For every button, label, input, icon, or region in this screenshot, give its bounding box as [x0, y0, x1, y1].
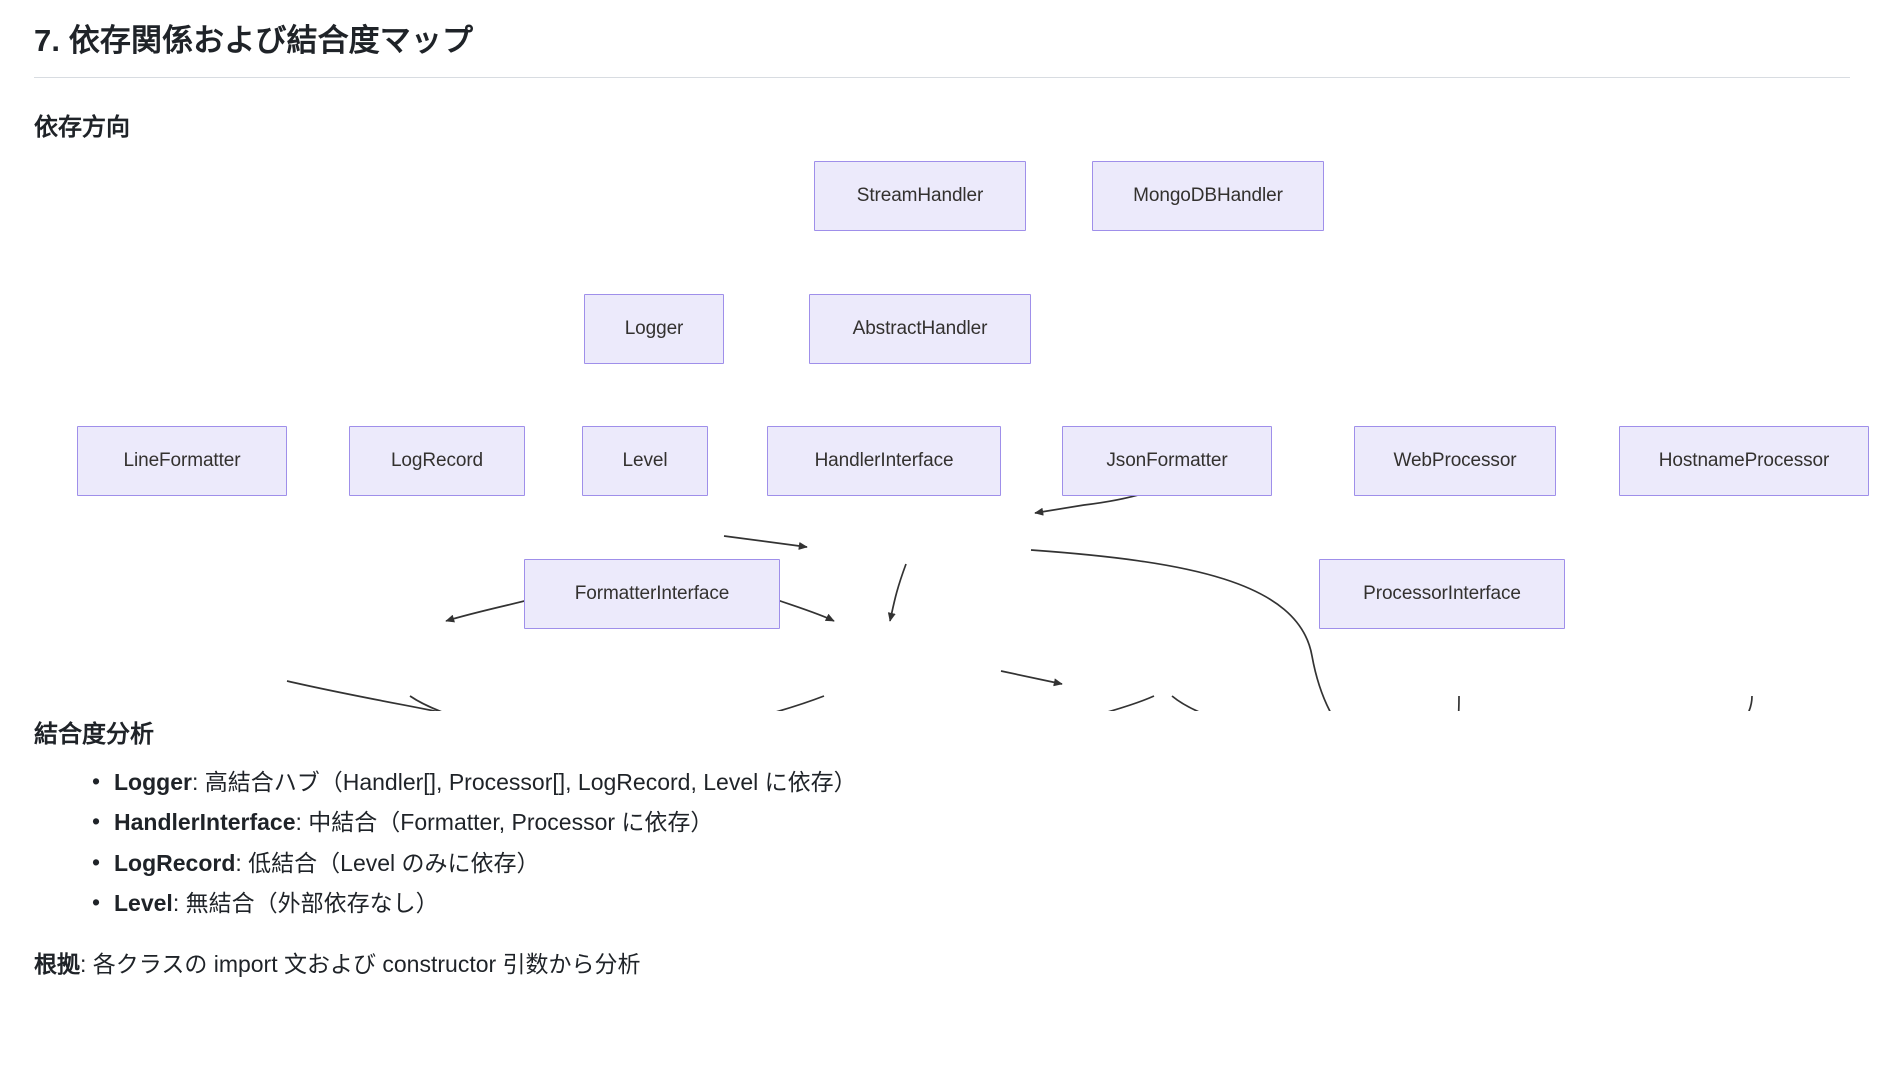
- coupling-description: : 高結合ハブ（Handler[], Processor[], LogRecor…: [191, 769, 857, 796]
- diagram-node-lineformatter: LineFormatter: [77, 425, 287, 496]
- diagram-edge-hostnameprocessor-to-processorinterface: [1747, 695, 1753, 711]
- coupling-description: : 低結合（Level のみに依存）: [235, 849, 540, 876]
- diagram-edge-abstracthandler-to-processorinterface: [1030, 549, 1331, 711]
- diagram-node-label: LineFormatter: [123, 449, 241, 471]
- diagram-edge-jsonformatter-to-processorinterface: [1171, 695, 1200, 711]
- diagram-node-processorinterface: ProcessorInterface: [1319, 558, 1565, 629]
- diagram-node-webprocessor: WebProcessor: [1354, 425, 1556, 496]
- coupling-term: LogRecord: [114, 849, 236, 876]
- coupling-term: Logger: [114, 769, 192, 796]
- diagram-node-hostnameprocessor: HostnameProcessor: [1619, 425, 1869, 496]
- diagram-edge-abstracthandler-to-handlerinterface: [887, 563, 907, 622]
- diagram-node-formatterinterface: FormatterInterface: [524, 558, 780, 629]
- diagram-node-label: Logger: [624, 317, 684, 339]
- dependency-direction-heading: 依存方向: [34, 113, 130, 141]
- diagram-node-label: AbstractHandler: [852, 317, 988, 339]
- diagram-node-label: WebProcessor: [1393, 449, 1517, 471]
- diagram-node-label: Level: [622, 449, 668, 471]
- coupling-term: HandlerInterface: [114, 809, 296, 836]
- diagram-edge-lineformatter-to-formatterinterface: [286, 680, 440, 711]
- diagram-edge-webprocessor-to-processorinterface: [1457, 695, 1460, 711]
- diagram-node-label: StreamHandler: [856, 184, 984, 206]
- basis-line: 根拠: 各クラスの import 文および constructor 引数から分析: [34, 946, 1850, 983]
- basis-label: 根拠: [34, 951, 80, 978]
- diagram-node-streamhandler: StreamHandler: [814, 160, 1026, 231]
- page-title: 7. 依存関係および結合度マップ: [34, 23, 474, 58]
- diagram-edge-handlerinterface-to-jsonformatter: [1000, 670, 1063, 687]
- diagram-node-label: HostnameProcessor: [1658, 449, 1830, 471]
- coupling-list-item: LogRecord: 低結合（Level のみに依存）: [92, 844, 1850, 882]
- diagram-edge-logger-to-abstracthandler: [723, 535, 808, 550]
- diagram-node-abstracthandler: AbstractHandler: [809, 293, 1031, 364]
- coupling-list-item: HandlerInterface: 中結合（Formatter, Process…: [92, 803, 1850, 841]
- title-divider: [34, 76, 1850, 78]
- diagram-edge-logrecord-to-formatterinterface: [409, 695, 442, 711]
- diagram-edge-jsonformatter-to-formatterinterface: [1107, 695, 1155, 711]
- coupling-description: : 無結合（外部依存なし）: [172, 889, 439, 916]
- coupling-term: Level: [114, 889, 173, 916]
- coupling-list: Logger: 高結合ハブ（Handler[], Processor[], Lo…: [34, 763, 1850, 922]
- diagram-node-jsonformatter: JsonFormatter: [1062, 425, 1272, 496]
- diagram-node-label: ProcessorInterface: [1363, 582, 1521, 604]
- coupling-analysis-section: 結合度分析 Logger: 高結合ハブ（Handler[], Processor…: [34, 719, 1850, 983]
- diagram-node-level: Level: [582, 425, 708, 496]
- diagram-node-logrecord: LogRecord: [349, 425, 525, 496]
- basis-text: : 各クラスの import 文および constructor 引数から分析: [80, 951, 641, 978]
- diagram-node-logger: Logger: [584, 293, 724, 364]
- diagram-node-mongodbhandler: MongoDBHandler: [1092, 160, 1324, 231]
- coupling-description: : 中結合（Formatter, Processor に依存）: [295, 809, 714, 836]
- diagram-edge-handlerinterface-to-formatterinterface: [776, 695, 825, 711]
- diagram-node-handlerinterface: HandlerInterface: [767, 425, 1001, 496]
- diagram-node-label: MongoDBHandler: [1133, 184, 1283, 206]
- diagram-node-label: HandlerInterface: [814, 449, 954, 471]
- coupling-list-item: Level: 無結合（外部依存なし）: [92, 884, 1850, 922]
- diagram-node-label: JsonFormatter: [1106, 449, 1228, 471]
- diagram-node-label: LogRecord: [390, 449, 484, 471]
- coupling-list-item: Logger: 高結合ハブ（Handler[], Processor[], Lo…: [92, 763, 1850, 801]
- coupling-analysis-heading: 結合度分析: [34, 720, 154, 748]
- diagram-node-label: FormatterInterface: [574, 582, 730, 604]
